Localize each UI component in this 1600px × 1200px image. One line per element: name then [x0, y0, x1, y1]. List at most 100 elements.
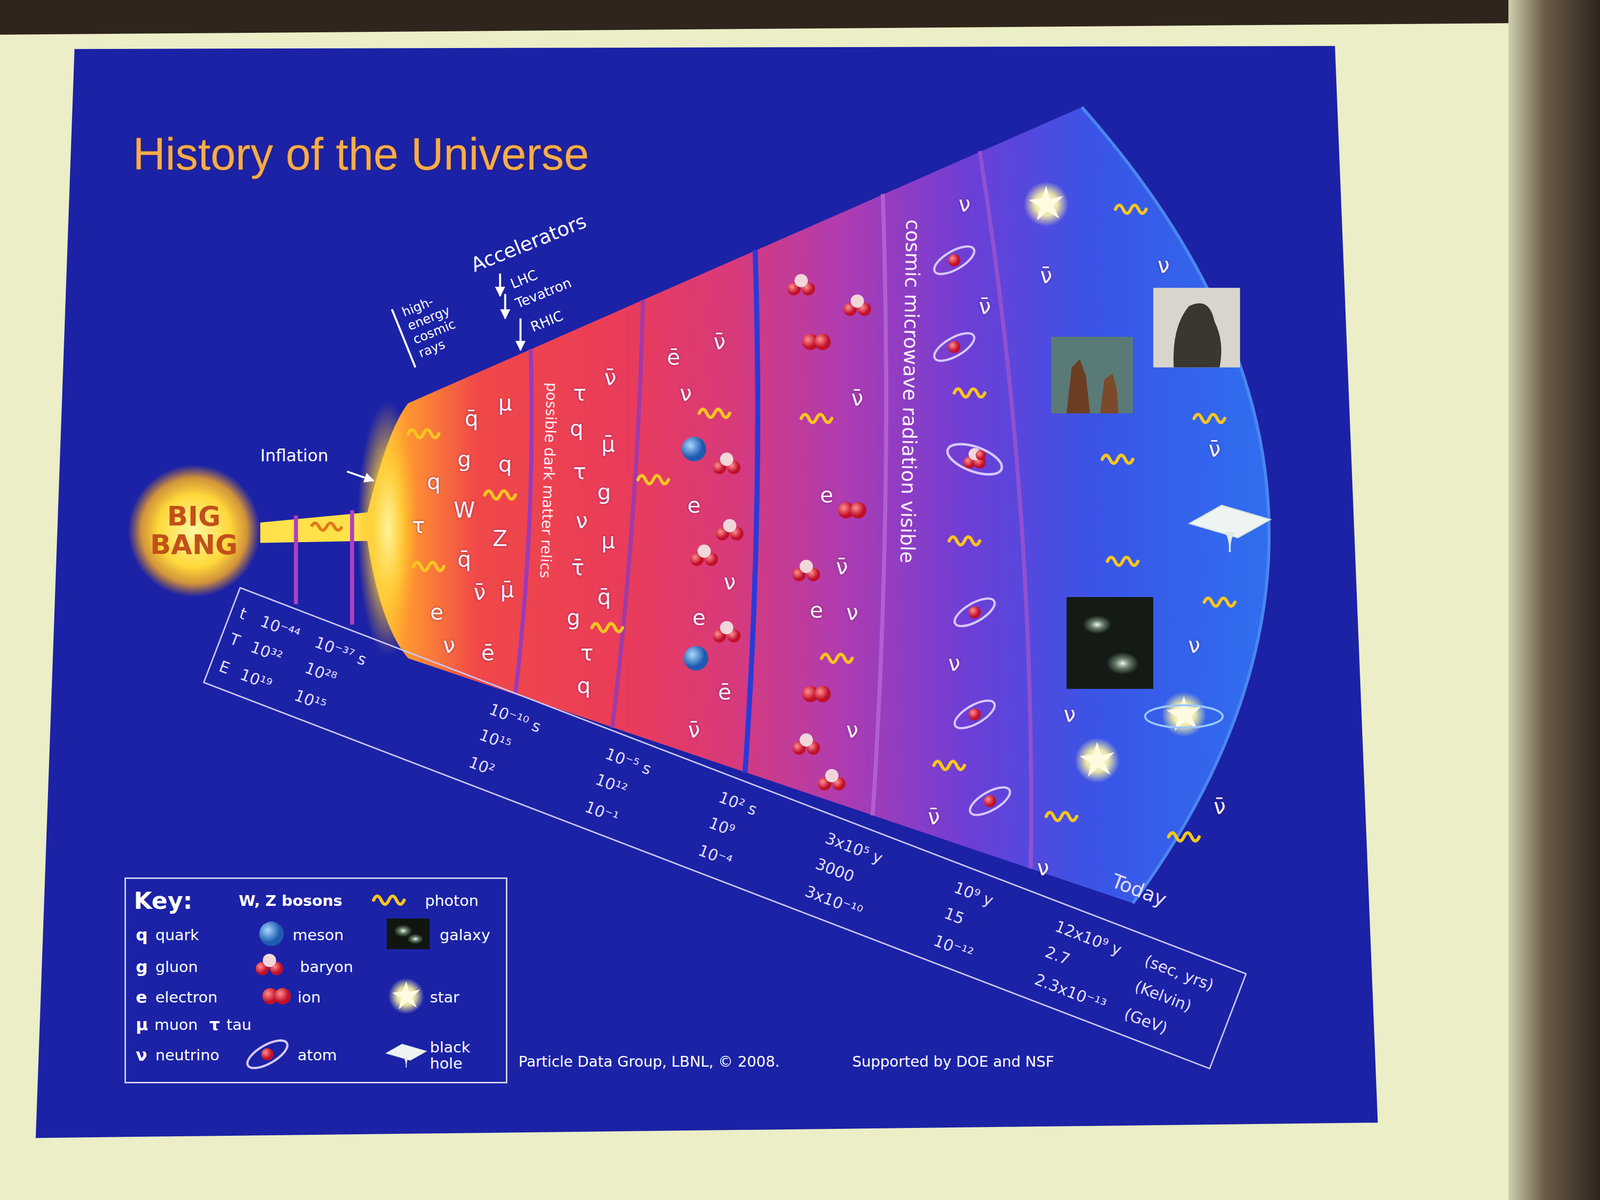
- baryon-icon: [818, 769, 846, 791]
- meson-icon: [681, 436, 707, 462]
- particle-symbol: g: [457, 448, 472, 471]
- legend-label: atom: [297, 1046, 337, 1065]
- nebula-photo: [1050, 336, 1133, 414]
- particle-symbol: μ: [601, 529, 616, 552]
- scale-value: 2.3x10⁻¹³: [1032, 970, 1109, 1015]
- nebula-photo: [1100, 373, 1119, 414]
- legend-label: electron: [155, 988, 218, 1007]
- ion-icon: [837, 501, 867, 519]
- scale-value: 10²⁸: [302, 658, 340, 688]
- key-heading: Key:: [133, 887, 193, 915]
- era-boundary: [612, 300, 643, 728]
- photon-icon: [1168, 832, 1200, 842]
- photon-icon: [1194, 414, 1225, 423]
- key-sample: [259, 921, 284, 947]
- legend-label: gluon: [155, 958, 199, 976]
- nebula-photo: [1050, 336, 1133, 414]
- particle-symbol: ē: [481, 642, 495, 664]
- particle-symbol: e: [430, 601, 444, 624]
- room-edge: [0, 0, 1600, 35]
- particle-symbol: q̄: [597, 586, 612, 608]
- era-boundary: [296, 150, 1032, 869]
- key-symbol: g: [135, 957, 148, 977]
- era-boundary: [979, 150, 1032, 869]
- particle-symbol: ν̄: [604, 366, 617, 389]
- credit: Particle Data Group, LBNL, © 2008.: [518, 1053, 780, 1071]
- accelerators-label: Accelerators: [467, 209, 590, 276]
- star-icon: [1145, 705, 1223, 728]
- photon-icon: [637, 475, 669, 484]
- era-boundary: [294, 515, 299, 604]
- leader-arrow: [347, 273, 521, 481]
- galaxy-photo: [1106, 651, 1140, 675]
- particle-symbol: ν̄: [1040, 264, 1053, 287]
- particle-symbol: q: [498, 453, 513, 475]
- galaxy-photo: [1066, 597, 1154, 689]
- nebula-photo: [1066, 359, 1091, 414]
- photon-icon: [699, 409, 730, 418]
- photon-icon: [592, 623, 623, 632]
- photon-icon: [311, 523, 342, 531]
- particle-symbol: τ: [580, 642, 594, 664]
- atom-icon: [930, 327, 979, 367]
- particle-symbol: q: [569, 417, 584, 440]
- scale-value: 3000: [813, 854, 857, 887]
- particle-symbol: q̄: [464, 407, 479, 430]
- ion-icon: [801, 685, 831, 702]
- atom-icon: [943, 437, 1006, 481]
- star-icon: [1023, 181, 1069, 227]
- particle-symbol: ν: [1157, 254, 1170, 276]
- scale-value: 10⁹: [706, 813, 738, 841]
- key-symbol: μ: [135, 1015, 149, 1035]
- universe-cone: [260, 107, 1270, 904]
- photon-icon: [1102, 455, 1133, 464]
- room-edge: [1508, 0, 1600, 1200]
- photon-icon: [954, 388, 985, 398]
- particle-symbol: ν: [443, 634, 456, 656]
- particle-symbol: ν̄: [851, 387, 864, 409]
- leader-arrow: [347, 471, 374, 481]
- photon-icon: [821, 654, 852, 663]
- legend-label: black hole: [429, 1039, 489, 1072]
- photon-icon: [1046, 812, 1077, 821]
- legend-label: tau: [226, 1016, 252, 1034]
- particle-symbol: τ: [573, 460, 587, 483]
- key-sample: [262, 987, 291, 1004]
- photon-icon: [1115, 204, 1147, 214]
- star-icon: [1161, 692, 1207, 738]
- universe-cone: [357, 400, 419, 656]
- black-hole-icon: [1189, 505, 1272, 553]
- scale-value: 10² s: [716, 788, 760, 820]
- human-photo: [1153, 287, 1241, 368]
- era-label: Inflation: [260, 446, 329, 466]
- particle-symbol: q̄: [457, 548, 472, 571]
- key-symbol: e: [135, 987, 148, 1007]
- era-boundary: [745, 250, 758, 773]
- scale-table: t10⁻⁴⁴10⁻³⁷ sT10³²10²⁸E10¹⁹10¹⁵10⁻¹⁰ s10…: [202, 586, 1248, 1070]
- particle-symbol: μ̄: [601, 433, 616, 455]
- particle-symbol: e: [809, 599, 824, 622]
- key-sample: [255, 953, 284, 976]
- photon-icon: [1204, 598, 1235, 607]
- scale-value: 3x10⁻¹⁰: [802, 882, 866, 921]
- legend-label: W, Z bosons: [238, 892, 343, 910]
- key-sample: [243, 1035, 292, 1074]
- scale-value: 10⁻⁴⁴: [257, 612, 303, 644]
- era-boundary: [872, 194, 887, 816]
- particle-symbol: e: [692, 606, 706, 629]
- particle-symbol: ν̄: [687, 719, 700, 741]
- particle-symbol: ν: [1188, 634, 1201, 656]
- particle-symbol: ν̄: [927, 805, 941, 828]
- accelerator-name: RHIC: [528, 307, 566, 335]
- particle-symbol: g: [597, 481, 612, 503]
- scale-value: 10⁻⁴: [695, 841, 735, 872]
- meson-icon: [683, 646, 709, 671]
- leader-arrow: [519, 318, 522, 351]
- particle-symbol: μ̄: [500, 578, 515, 601]
- scale-value: t: [237, 604, 250, 624]
- legend-label: star: [429, 988, 460, 1007]
- atom-icon: [950, 695, 999, 734]
- legend-label: galaxy: [439, 926, 491, 945]
- title: History of the Universe: [132, 128, 590, 181]
